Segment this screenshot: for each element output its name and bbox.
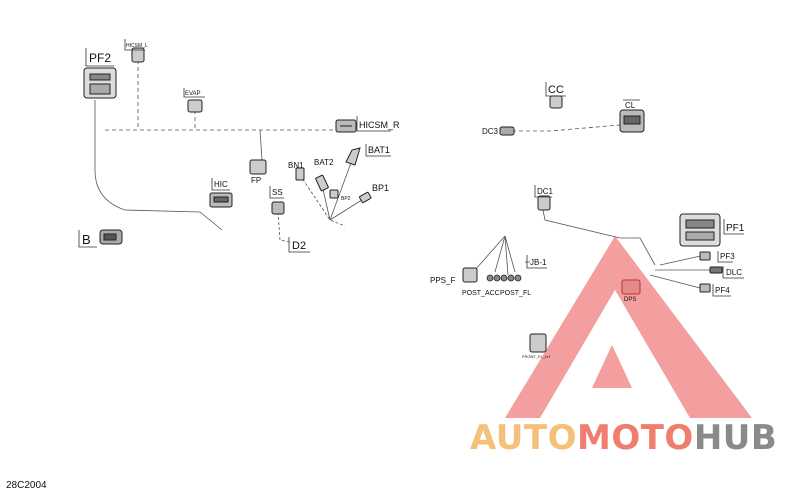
label-bn1: BN1 [288,161,304,170]
label-cc: CC [548,84,564,96]
cl-connector [619,109,645,133]
label-dc1: DC1 [537,187,554,196]
watermark-auto: AUTO [470,418,577,458]
label-front-fl-lh: FRONT_FL_LH [522,354,550,359]
dps-connector [621,279,641,295]
pps-f-connector [462,267,478,283]
watermark-moto: MOTO [576,418,694,458]
dlc-connector [709,266,723,274]
ss-connector [271,201,285,215]
dc3-connector [499,126,515,136]
bat2-connector [315,174,329,192]
bp1-connector [359,191,372,204]
label-ss: SS [272,188,283,197]
label-bat2: BAT2 [314,158,334,167]
label-pf1: PF1 [726,223,745,234]
watermark-triangle [505,236,752,418]
pf2-connector [83,67,117,99]
label-borders [78,39,744,297]
label-bat1: BAT1 [368,145,390,155]
label-post-acc: POST_ACC [462,290,500,297]
hicsm-l-connector [131,47,145,63]
wire-harness [94,60,712,289]
fp-connector [249,159,267,175]
label-fp: FP [251,176,261,185]
label-hic: HIC [214,180,228,189]
label-d2: D2 [292,240,306,252]
hic-connector [209,192,233,208]
bn1-connector [295,167,305,181]
watermark-wordmark: AUTOMOTOHUB [470,418,777,458]
label-jb1: JB-1 [530,258,547,267]
label-pf4: PF4 [715,286,730,295]
label-bp1: BP1 [372,183,389,193]
bat1-connector [345,147,361,166]
connector-labels: PF2 HICSM_L EVAP HICSM_R BAT1 BN1 BAT2 F… [82,43,745,359]
label-bp2: BP2 [341,196,351,202]
label-pps-f: PPS_F [430,276,455,285]
pf4-connector [699,283,711,293]
evap-connector [187,99,203,113]
label-pf3: PF3 [720,252,735,261]
label-dps: DPS [624,297,636,303]
dc1-connector [537,195,551,211]
pf1-connector [679,213,721,247]
label-b: B [82,232,91,247]
label-dc3: DC3 [482,127,499,136]
watermark-hub: HUB [693,418,778,458]
figure-id: 28C2004 [6,480,47,491]
pf3-connector [699,251,711,261]
label-evap: EVAP [185,91,201,97]
post-connectors [486,274,522,282]
label-cl: CL [625,101,636,110]
label-hicsm-l: HICSM_L [126,43,148,49]
hicsm-r-connector [335,119,357,133]
front-fl-lh-connector [529,333,547,353]
label-post-fl: POST_FL [500,290,531,297]
label-hicsm-r: HICSM_R [359,120,400,130]
label-pf2: PF2 [89,51,111,65]
b-connector [99,229,123,245]
label-dlc: DLC [726,268,742,277]
bp2-connector [329,189,339,199]
cc-connector [549,95,563,109]
